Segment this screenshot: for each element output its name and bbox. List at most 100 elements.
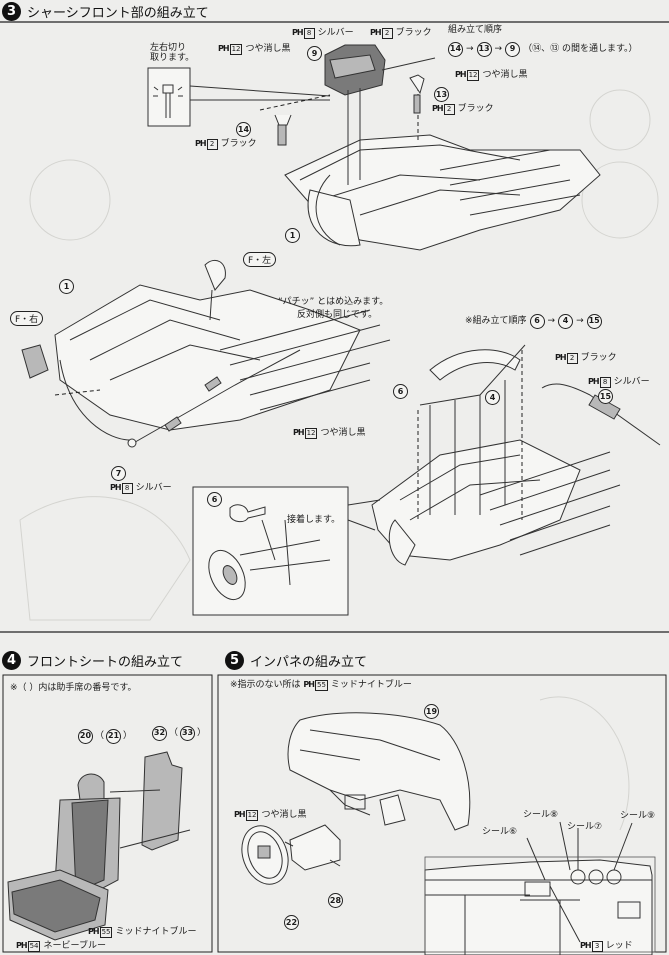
- paint-code: 12: [466, 70, 480, 81]
- chassis-left-drawing: [21, 260, 391, 448]
- paint-name: シルバー: [135, 483, 172, 494]
- paint-name: つや消し黒: [320, 428, 366, 439]
- order-step-part: 6: [529, 314, 545, 329]
- arrow-glyph: →: [576, 315, 584, 326]
- order-note: （⑭、⑬ の間を通します。）: [523, 43, 638, 54]
- order-step-part: 14: [448, 42, 463, 57]
- part-number-1-top: 1: [285, 228, 300, 243]
- cut-callout-box: [147, 67, 191, 127]
- snap-note-line1: “パチッ” とはめ込みます。: [278, 297, 389, 307]
- part-number-13: 13: [434, 87, 449, 102]
- part-number-6-inset: 6: [207, 492, 222, 507]
- paint-code: 12: [245, 810, 259, 821]
- paint-prefix: PH: [432, 104, 444, 114]
- paint-code: 2: [206, 139, 218, 150]
- paint-prefix: PH: [218, 44, 230, 54]
- part-number-9: 9: [307, 46, 322, 61]
- paint-name: ミッドナイトブルー: [330, 680, 412, 691]
- paint-code: 3: [591, 941, 603, 952]
- step5-header: 5 インパネの組み立て: [225, 651, 367, 670]
- part-number-15: 15: [598, 389, 613, 404]
- order-step-part: 9: [505, 42, 521, 57]
- paint-code: 8: [303, 28, 315, 39]
- order-step-part: 13: [476, 42, 492, 57]
- paint-name: レッド: [605, 941, 633, 952]
- paint-code: 2: [381, 28, 393, 39]
- part-number-19: 19: [424, 704, 439, 719]
- paint-prefix: PH: [110, 483, 122, 493]
- decal-label-9: シール⑨: [620, 811, 656, 821]
- step3-title: シャーシフロント部の組み立て: [27, 6, 209, 21]
- snap-note-line2: 反対側も同じです。: [297, 310, 378, 320]
- arrow-glyph: →: [547, 315, 556, 326]
- paint-name: ブラック: [580, 353, 617, 364]
- paint-code: 8: [599, 377, 611, 388]
- cut-note: 左右切り 取ります。: [150, 43, 195, 64]
- cut-note-line1: 左右切り: [150, 43, 187, 53]
- paint-code: 2: [443, 104, 455, 115]
- paint-code: 54: [27, 941, 41, 952]
- glue-note: 接着します。: [287, 515, 341, 525]
- order-step-part: 15: [586, 314, 602, 329]
- decal-label-7: シール⑦: [567, 822, 603, 832]
- sprue-cut-icon: [162, 84, 174, 118]
- step5-number-badge: 5: [225, 651, 244, 670]
- decal-label-6: シール⑥: [482, 827, 518, 837]
- cut-note-line2: 取ります。: [150, 52, 195, 63]
- paint-name: ブラック: [457, 104, 494, 115]
- paint-prefix: PH: [370, 28, 382, 38]
- paint-code: 12: [304, 428, 318, 439]
- paint-name: ブラック: [395, 28, 432, 39]
- part-number-21: 21: [106, 729, 122, 744]
- dash-front-view-box: [424, 856, 656, 953]
- step4-note: ※（ ）内は助手席の番号です。: [10, 683, 137, 693]
- paint-name: ネービーブルー: [43, 941, 106, 952]
- step4-number-badge: 4: [2, 651, 21, 670]
- paint-code: 2: [566, 353, 578, 364]
- paint-name: ブラック: [220, 139, 257, 150]
- step4-frame: [2, 674, 213, 953]
- step3-header: 3 シャーシフロント部の組み立て: [2, 2, 209, 21]
- paint-code: 8: [121, 483, 133, 494]
- paint-prefix: PH: [16, 941, 28, 951]
- decal-label-8: シール⑧: [523, 810, 559, 820]
- seat-drawing: [7, 751, 191, 941]
- step4-header: 4 フロントシートの組み立て: [2, 651, 183, 670]
- paint-code: 12: [229, 44, 243, 55]
- glue-detail-drawing: [208, 504, 331, 601]
- callout-leader: [189, 85, 331, 101]
- order-step-part: 4: [558, 314, 574, 329]
- paint-prefix: PH: [455, 70, 467, 80]
- paint-prefix: PH: [293, 428, 305, 438]
- seatback-part-label: 32 （33）: [152, 726, 206, 741]
- part-number-14: 14: [236, 122, 251, 137]
- paint-code: 55: [314, 680, 328, 691]
- dashboard-drawing: [287, 712, 471, 831]
- chassis-top-drawing: [259, 44, 601, 251]
- paint-prefix: PH: [195, 139, 207, 149]
- paint-prefix: PH: [588, 377, 600, 387]
- paint-name: シルバー: [613, 377, 650, 388]
- assembly-order-title: 組み立て順序: [448, 25, 503, 35]
- part-number-4: 4: [485, 390, 500, 405]
- bleed-through-art: [19, 89, 659, 831]
- tag-front-left: F・左: [243, 252, 277, 267]
- part-number-6-right: 6: [393, 384, 408, 399]
- order2-prefix: ※組み立て順序: [465, 315, 527, 326]
- part-number-32: 32: [152, 726, 167, 741]
- paint-name: つや消し黒: [245, 44, 291, 55]
- seat-part-label: 20 （21）: [78, 729, 132, 744]
- step5-title: インパネの組み立て: [250, 655, 368, 670]
